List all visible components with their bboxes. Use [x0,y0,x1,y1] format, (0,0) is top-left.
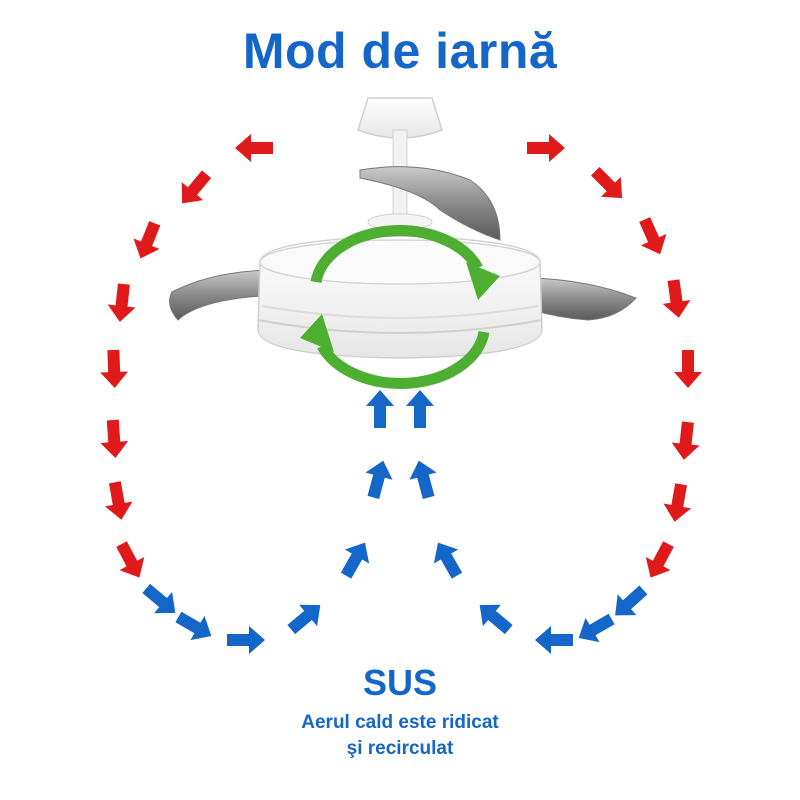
rising-air-arrow-icon [409,460,437,499]
rising-air-arrow-icon [366,390,394,428]
rising-air-arrow-icon [433,542,463,579]
page-title: Mod de iarnă [242,23,558,79]
caption-line-1: Aerul cald este ridicat [301,712,499,733]
rising-air-arrow-icon [365,460,393,499]
warm-air-arrow-icon [591,167,623,199]
warm-air-arrow-icon [527,134,565,162]
rotation-arrowheads [300,262,500,352]
rotation-arrows-icon [310,225,490,389]
warm-air-arrow-icon [671,421,700,460]
warm-air-arrow-icon [181,170,212,204]
warm-air-arrow-icon [100,349,129,388]
warm-air-arrow-icon [107,283,136,322]
warm-air-arrow-icon [674,350,702,388]
rising-air-arrow-icon [340,542,370,579]
warm-air-arrow-icon [100,419,129,458]
rising-air-arrow-icon [142,583,176,614]
rising-air-arrow-icon [175,611,212,641]
warm-air-arrow-icon [663,483,692,522]
rising-air-arrow-icon [535,626,573,654]
warm-air-arrow-icon [116,541,145,578]
warm-air-arrow-icon [662,279,691,318]
rising-air-arrow-icon [479,604,513,635]
rising-air-arrow-icon [406,390,434,428]
warm-air-arrow-icon [133,221,161,259]
warm-air-arrow-icon [645,541,674,578]
warm-air-arrow-icon [104,481,133,520]
direction-label: SUS [362,662,438,703]
rising-air-arrow-icon [615,585,648,616]
warm-air-arrow-icon [639,217,667,255]
rising-air-arrow-icon [578,613,615,643]
airflow-arrows [100,134,702,654]
rising-air-arrow-icon [287,604,321,635]
caption-line-2: şi recirculat [346,738,454,759]
warm-air-arrow-icon [235,134,273,162]
rising-air-arrow-icon [227,626,265,654]
